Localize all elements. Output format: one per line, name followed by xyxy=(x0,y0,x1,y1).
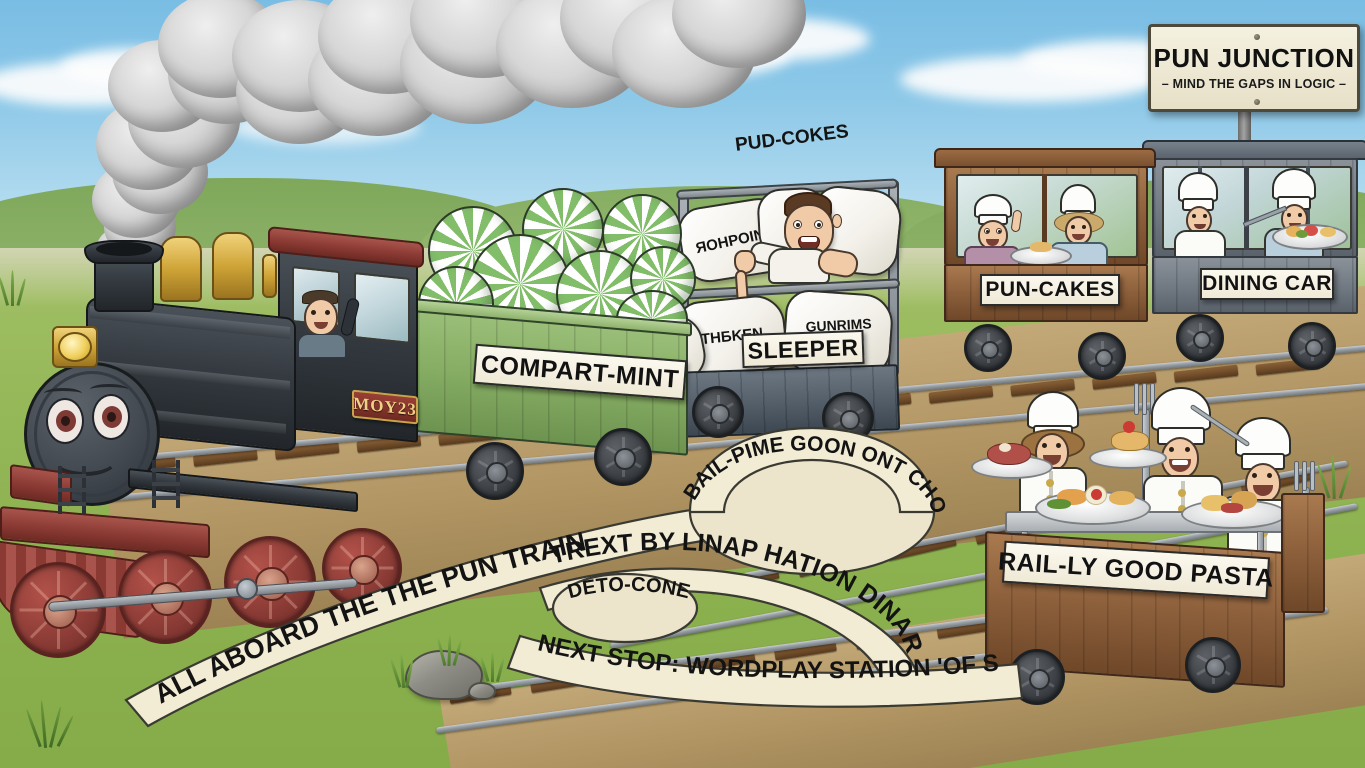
sleeper-wheel-1 xyxy=(692,386,744,438)
grass-tuft-2 xyxy=(436,633,464,667)
loco-cab-window xyxy=(354,272,410,344)
dining-chef-a-hat xyxy=(1178,172,1218,202)
dining-car-label-plate[interactable]: DINING CAR xyxy=(1200,268,1334,300)
loco-headlamp-lens xyxy=(58,332,92,362)
pun-cakes-wheel-1 xyxy=(964,324,1012,372)
dining-car-wheel-2 xyxy=(1288,322,1336,370)
car-compart-mint[interactable]: COMPART-MINT xyxy=(412,188,696,510)
car-sleeper[interactable]: ЯOHPOINT THБKEN GUNRIMS xyxy=(644,121,912,444)
sign-screw-bottom xyxy=(1254,99,1260,105)
loco-crank-pin xyxy=(236,578,258,600)
dining-car-label: DINING CAR xyxy=(1202,272,1332,295)
grass-tuft-4 xyxy=(25,699,75,749)
sleeper-wheel-2 xyxy=(822,392,874,444)
grass-tuft-3 xyxy=(479,652,506,682)
pun-cakes-label: PUN-CAKES xyxy=(985,278,1115,301)
car-rail-ly-good-pasta[interactable]: RAIL-LY GOOD PASTA xyxy=(971,383,1325,715)
loco-ladder-left xyxy=(58,466,88,514)
compart-mint-wheel-2 xyxy=(594,428,652,486)
pun-cakes-label-plate[interactable]: PUN-CAKES xyxy=(980,274,1120,306)
loco-driving-wheel-4 xyxy=(322,528,402,608)
grass-tuft-5 xyxy=(1316,454,1354,500)
loco-steam-dome xyxy=(160,236,202,302)
car-pun-cakes[interactable]: PUN-CAKES xyxy=(934,148,1158,380)
grass-tuft-6 xyxy=(0,270,30,306)
mint-candy-pile xyxy=(418,188,696,348)
sleeper-label-plate[interactable]: SLEEPER xyxy=(741,329,865,369)
pun-cakes-wheel-2 xyxy=(1078,332,1126,380)
car-dining-car[interactable]: DINING CAR xyxy=(1142,140,1365,370)
compart-mint-wheel-1 xyxy=(466,442,524,500)
sleeping-passenger xyxy=(734,192,862,311)
junction-sign-title: PUN JUNCTION xyxy=(1153,43,1355,73)
junction-sign-subtitle: – MIND THE GAPS IN LOGIC – xyxy=(1161,77,1347,91)
pasta-car-wheel-2 xyxy=(1185,637,1241,693)
loco-smokebox-ring xyxy=(34,371,150,497)
rock-small xyxy=(468,682,496,700)
pun-cakes-passenger-b-face xyxy=(1065,216,1092,245)
dining-chef-a-face xyxy=(1186,206,1212,234)
loco-engineer xyxy=(296,290,352,358)
sleeper-label: SLEEPER xyxy=(747,333,859,364)
dining-car-wheel-1 xyxy=(1176,314,1224,362)
pasta-car-wheel-1 xyxy=(1009,649,1065,705)
loco-sand-dome xyxy=(212,232,254,300)
loco-brow-right xyxy=(90,384,128,395)
loco-brow-left xyxy=(44,388,82,399)
steam-locomotive[interactable]: MOY23 xyxy=(0,210,440,680)
sign-screw-top xyxy=(1254,34,1260,40)
pasta-chef-1 xyxy=(1009,391,1109,521)
loco-ladder-right xyxy=(152,460,182,508)
junction-sign[interactable]: PUN JUNCTION – MIND THE GAPS IN LOGIC – xyxy=(1148,24,1360,112)
loco-chimney-mouth xyxy=(96,242,152,256)
loco-whistle xyxy=(262,254,277,298)
